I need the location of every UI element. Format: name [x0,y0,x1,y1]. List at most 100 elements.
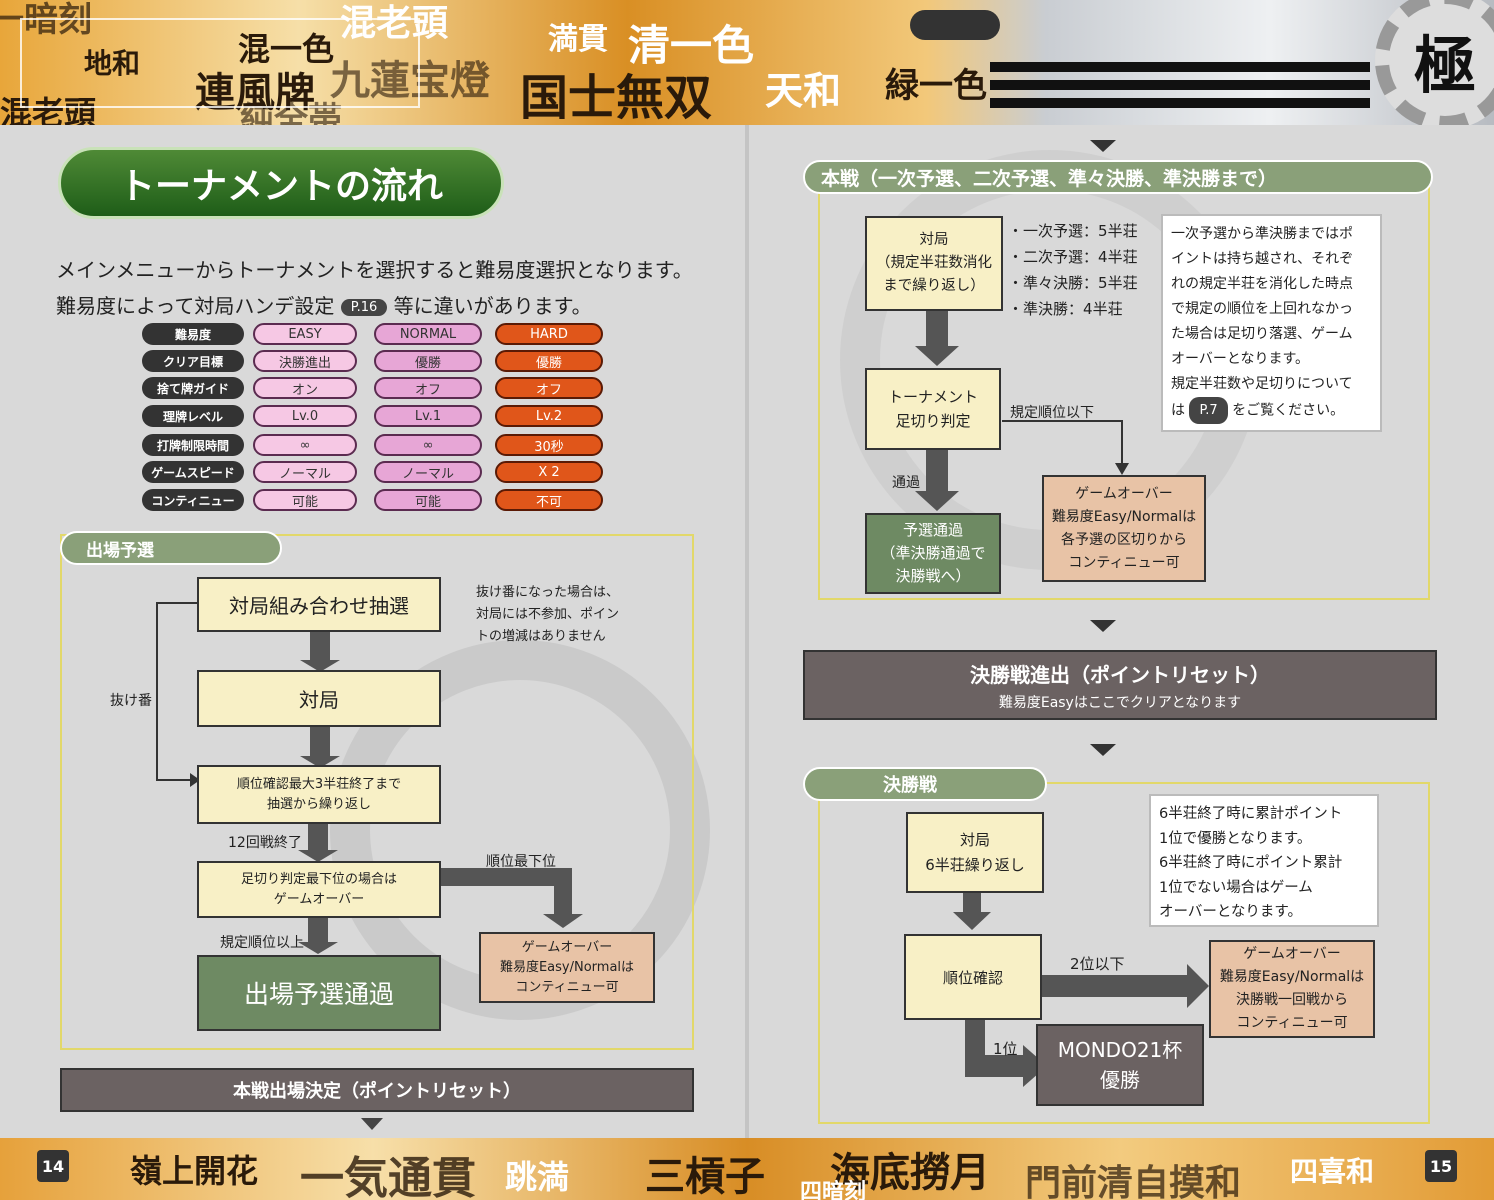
champion-sub: 優勝 [1100,1068,1140,1092]
final-connectors [953,893,1209,1087]
footer-word: 三槓子 [645,1153,765,1200]
table-cell: NORMAL [374,323,482,345]
stage-name: 一次予選 [1023,222,1084,240]
banner-word: 九蓮宝燈 [330,57,490,104]
rank-box: 順位確認 [904,934,1042,1020]
below-label: 規定順位以下 [1010,405,1094,421]
champion-box: MONDO21杯 優勝 [1036,1024,1204,1106]
table-cell: ∞ [374,434,482,456]
gameover-line: コンティニュー可 [1068,554,1180,571]
banner-word: 純全帯 [240,100,342,125]
table-cell: 不可 [495,489,603,511]
qualifier-panel [60,534,694,1050]
page-number-left: 14 [37,1150,69,1182]
note-line: は P.7 をご覧ください。 [1171,397,1372,424]
banner-word: 混老頭 [0,94,97,125]
header-banner: 一暗刻 地和 混老頭 混一色 満貫 清一色 連風牌 九蓮宝燈 国士無双 天和 緑… [0,0,1494,125]
main-play-box: 対局 （規定半荘数消化 まで繰り返し） [865,216,1003,311]
main-entry-bar: 本戦出場決定（ポイントリセット） [60,1068,694,1112]
banner-word: 混一色 [238,30,335,68]
main-heading: 本戦（一次予選、二次予選、準々決勝、準決勝まで） [803,160,1433,194]
qualifier-heading-text: 出場予選 [86,540,154,561]
banner-word: 地和 [84,47,141,80]
banner-word: 清一色 [628,21,755,70]
table-cell: Lv.2 [495,405,603,427]
main-connectors [915,311,1129,511]
gameover-line: 決勝戦一回戦から [1236,992,1348,1008]
table-cell: HARD [495,323,603,345]
table-cell: オフ [495,377,603,399]
logo-char: 極 [1413,29,1476,102]
gameover-line: 難易度Easy/Normalは [1051,508,1197,525]
page-number-right: 15 [1425,1150,1457,1182]
intro-line-2-b: 等に違いがあります。 [393,294,592,318]
bye-note: 抜け番になった場合は、 対局には不参加、ポイン トの増減はありません [476,582,619,648]
stage-item: ・一次予選：5半荘 [1008,222,1138,240]
footer-word: 四暗刻 [800,1179,867,1200]
row-label: 打牌制限時間 [142,434,244,456]
row-label: 難易度 [142,323,244,345]
play-box-text: 対局 [299,688,339,712]
note-line: オーバーとなります。 [1159,904,1302,920]
cut-box-line: ゲームオーバー [273,891,365,907]
row-label: ゲームスピード [142,461,244,483]
stage-list: ・一次予選：5半荘 ・二次予選：4半荘 ・準々決勝：5半荘 ・準決勝：4半荘 [1008,218,1138,322]
row-label: 理牌レベル [142,405,244,427]
page-title: トーナメントの流れ [58,147,504,219]
table-cell: 優勝 [495,350,603,372]
table-cell: X 2 [495,461,603,483]
champion-title: MONDO21杯 [1057,1038,1183,1062]
table-cell: ノーマル [374,461,482,483]
final-advance-sub: 難易度Easyはここでクリアとなります [998,694,1242,711]
down-arrow-icon [361,1118,383,1130]
main-gameover-box: ゲームオーバー 難易度Easy/Normalは 各予選の区切りから コンティニュ… [1042,475,1206,582]
final-play-line: 対局 [959,830,990,849]
note-line: 1位で優勝となります。 [1159,830,1312,847]
table-cell: Lv.0 [253,405,357,427]
gameover-line: 難易度Easy/Normalは [1219,969,1365,985]
main-play-line: まで繰り返し） [883,278,985,294]
main-cut-line: トーナメント [887,388,978,406]
gameover-line: コンティニュー可 [515,979,619,995]
banner-word: 天和 [765,68,842,113]
footer-word: 嶺上開花 [130,1152,259,1190]
table-cell: オフ [374,377,482,399]
banner-word: 一暗刻 [0,0,92,40]
table-cell: Lv.1 [374,405,482,427]
last-place-label: 順位最下位 [486,854,556,870]
qualifier-connectors [156,602,583,954]
main-play-line: 対局 [919,232,949,248]
stage-item: ・二次予選：4半荘 [1008,248,1138,266]
main-entry-bar-text: 本戦出場決定（ポイントリセット） [233,1081,521,1102]
draw-box-text: 対局組み合わせ抽選 [229,594,409,618]
rank-box-text: 順位確認 [942,968,1003,987]
note-line: トの増減はありません [476,629,606,644]
final-heading: 決勝戦 [803,767,1047,801]
row-label: クリア目標 [142,350,244,372]
gameover-line: 難易度Easy/Normalは [499,959,635,975]
note-line: 6半荘終了時に累計ポイント [1159,806,1343,822]
stage-name: 準々決勝 [1023,274,1084,292]
final-play-box: 対局 6半荘繰り返し [906,812,1044,893]
final-heading-text: 決勝戦 [883,775,937,796]
banner-stripes [990,62,1370,114]
note-line: 抜け番になった場合は、 [476,585,620,600]
footer-word: 跳満 [505,1158,570,1196]
banner-word: 満貫 [548,22,608,57]
stage-value: ：4半荘 [1068,300,1123,318]
page-title-text: トーナメントの流れ [119,166,444,207]
final-panel [818,782,1430,1124]
final-advance-title: 決勝戦進出（ポイントリセット） [970,662,1270,687]
footer-banner: 嶺上開花 一気通貫 跳満 三槓子 海底撈月 四暗刻 門前清自摸和 四喜和 [0,1138,1494,1200]
intro-line-1: メインメニューからトーナメントを選択すると難易度選択となります。 [56,258,693,282]
intro-line-2-a: 難易度によって対局ハンデ設定 [56,294,335,318]
gameover-line: 各予選の区切りから [1061,531,1187,548]
note-line: 対局には不参加、ポイン [476,607,620,622]
table-cell: ∞ [253,434,357,456]
stage-name: 二次予選 [1023,248,1084,266]
table-cell: 可能 [253,489,357,511]
stage-value: ：5半荘 [1083,274,1138,292]
table-cell: オン [253,377,357,399]
main-pass-line: 予選通過 [902,521,963,539]
banner-dots [910,10,1000,40]
